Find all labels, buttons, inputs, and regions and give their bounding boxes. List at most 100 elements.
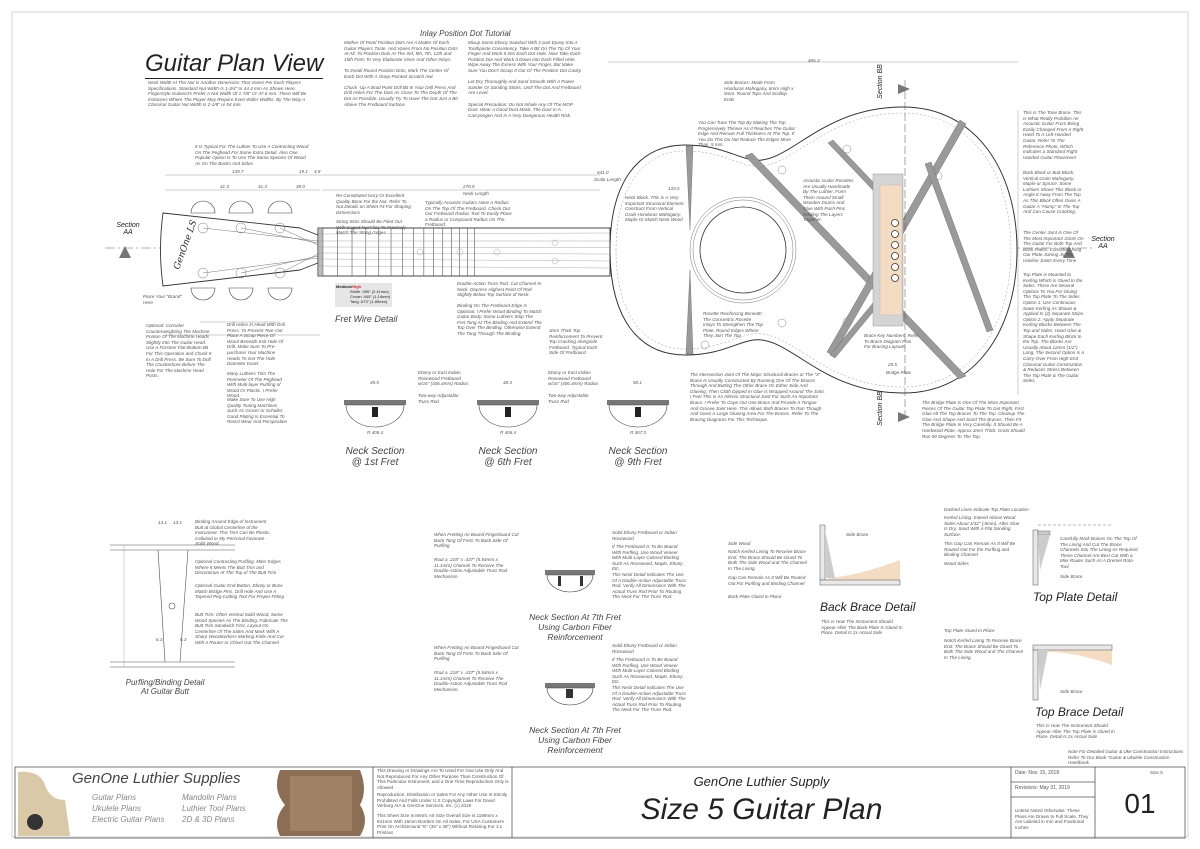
carbon-note-4: If The Fretboard Is To Be Bound With Pur… (612, 544, 683, 572)
top-plate-wood-sides: Wood Sides (944, 561, 969, 566)
section-markers (119, 84, 1075, 422)
binding-note: Binding On The Fretboard Edge Is Optiona… (457, 303, 542, 336)
top-plate-gap: This Gap Can Remain As It Will Be Routed… (944, 541, 1016, 558)
radius-note: Typically Acoustic Guitars Have A Radius… (425, 200, 512, 228)
back-brace-plate: Back Plate Glued In Place (728, 594, 782, 599)
nut (317, 227, 324, 277)
dim-scale-length: 641.0 (597, 170, 609, 175)
dimension-lines (165, 61, 1019, 395)
guitar-body (609, 80, 1018, 420)
neck-section-radius: R 406.4 (367, 430, 384, 435)
inlay-tutorial-col1: Mother Of Pearl Position Dots Are A Matt… (344, 40, 458, 107)
back-brace-side-brace: Side Brace (846, 532, 869, 537)
neck-block-note: Neck Block. This Is A Very Important Str… (625, 195, 685, 223)
neck-section-title-2: @ 1st Fret (351, 457, 399, 468)
rosette-note: Acoustic Guitar Rosettes Are Usually Han… (803, 178, 854, 223)
carbon-section-title: Neck Section At 7th Fret Using Carbon Fi… (505, 725, 645, 755)
top-brace-notch: Notch Kerfed Lining To Receive Brace End… (944, 638, 1023, 660)
dim-scale-length-label: Scale Length (594, 177, 621, 182)
dim-bridge-plate: 25.5 (888, 362, 897, 367)
back-brace-side-wood: Side Wood (728, 541, 751, 546)
product-ukulele: Ukulele Plans (92, 804, 141, 813)
brand-name: GenOne Luthier Supplies (72, 770, 241, 787)
neck-section-width: 45.5 (370, 380, 379, 385)
truss-rod (372, 407, 378, 417)
logo-photo-left (18, 771, 70, 836)
company-name: GenOne Luthier Supply (693, 774, 830, 789)
dim-tuner-spacing-2: 41.3 (258, 184, 267, 189)
size-label: Size 5 (1150, 770, 1163, 775)
dim-neck-length-label: Neck Length (463, 191, 489, 196)
butt-note-1: Binding Around Edge of Instrument Butt a… (195, 519, 271, 547)
section-aa-right: Section AA (1091, 236, 1115, 250)
carbon-title-1: Neck Section At 7th Fret (529, 725, 621, 735)
legal-2: Reproduction, Distribution or Sales For … (377, 792, 508, 809)
sound-hole (699, 206, 787, 294)
section-aa-left: Section AA (116, 222, 140, 236)
carbon-note-4: If The Fretboard Is To Be Bound With Pur… (612, 657, 683, 685)
peghead-purfling-note: Many Luthiers Trim The Perimeter Of The … (227, 371, 282, 399)
top-plate-mark: Carefully Mark Braces On The Top Of The … (1060, 536, 1139, 569)
top-plate-side-brace: Side Brace (1060, 574, 1083, 579)
butt-detail-title: Purfling/Binding Detail At Guitar Butt (110, 678, 220, 696)
top-plate-title: Top Plate Detail (1033, 590, 1118, 604)
butt-dim-1: 13.1 (158, 520, 167, 525)
product-guitar: Guitar Plans (92, 793, 137, 802)
fretboard-section (607, 400, 669, 405)
bridge-plate (879, 184, 903, 316)
butt-detail-title-1: Purfling/Binding Detail (125, 678, 205, 687)
book-note: Note For Detailed Guitar & Uke Construct… (1068, 749, 1184, 766)
back-brace-title: Back Brace Detail (820, 600, 916, 614)
fretboard-note: Ebony or East Indian Rosewood Fretboard … (418, 370, 469, 387)
neck-section-title: Neck Section @ 9th Fret (593, 446, 683, 468)
bridge-plate-label: Bridge Plate (886, 370, 912, 375)
carbon-section-drawings (545, 570, 595, 706)
intro-note: Neck Width At The Nut Is Another Dimensi… (148, 80, 307, 108)
top-plate-dashed: Dashed Lines Indicate Top Plate Location (944, 507, 1029, 512)
carbon-title-3: Reinforcement (547, 745, 603, 755)
back-brace-caption: This Is How The Instrument Should Appear… (821, 619, 903, 636)
date: Date: Nov. 15, 2018 (1015, 770, 1060, 776)
dim-nut-to-tuner: 39.0 (296, 184, 305, 189)
revisions: Revisions: May 31, 2019 (1015, 785, 1070, 791)
frets (337, 228, 475, 276)
carbon-note-1: When Fretting An Bound Fingerboard Cut B… (434, 645, 519, 662)
reinforce-note: 3mm Thick Top Reinforcement To Prevent T… (549, 328, 603, 356)
neck-section-title-1: Neck Section (608, 446, 668, 457)
tone-brace (924, 161, 994, 333)
carbon-title-1: Neck Section At 7th Fret (529, 612, 621, 622)
brace-key-circles (700, 144, 943, 350)
title-block-frame (14, 766, 1186, 839)
product-2d3d: 2D & 3D Plans (182, 815, 235, 824)
truss-rod-note: Two-way Adjustable Truss Rod (418, 393, 459, 404)
dim-headstock: 139.7 (232, 169, 244, 174)
carbon-note-3: Solid Ebony Fretboard or Indian Rosewood (612, 643, 677, 654)
fretboard (317, 227, 901, 277)
butt-note-3: Optional Guitar End Button. Ebony or Bon… (195, 583, 285, 600)
kerfing-note: Top Plate is Mounted to Kerfing Which is… (1023, 272, 1085, 384)
back-brace-gap: Gap Can Remain As It Will Be Routed Out … (728, 575, 806, 586)
top-brace-drawing (1032, 644, 1113, 701)
back-block-note: Back Block or Butt Block. Vertical Grain… (1023, 170, 1082, 215)
neck-section-radius: R 367.3 (630, 430, 647, 435)
legal-3: This Sheet Size Is Metric A0 Size Overal… (377, 813, 504, 835)
brace-key-note: Brace Key Numbers. Refer To Brace Diagra… (864, 333, 919, 350)
top-brace-title: Top Brace Detail (1035, 705, 1124, 719)
fret-tang: Tang .073" (1.85mm) (350, 299, 388, 304)
product-mandolin: Mandolin Plans (182, 793, 237, 802)
back-brace-notch: Notch Kerfed Lining To Receive Brace End… (728, 549, 807, 571)
dim-neck-length: 270.5 (463, 184, 475, 189)
sheet-border (11, 11, 1189, 838)
counterweight-note: Optional: Consider Counterweighting The … (146, 323, 212, 379)
tone-brace-note: This Is The Tone Brace. This Is What Rea… (1023, 110, 1084, 160)
top-brace-side-brace: Side Brace (1060, 689, 1083, 694)
carbon-note-3: Solid Ebony Fretboard or Indian Rosewood (612, 530, 677, 541)
butt-detail-title-2: At Guitar Butt (140, 687, 190, 696)
neck-section-radius: R 406.4 (500, 430, 517, 435)
butt-dim-2: 13.1 (173, 520, 182, 525)
section-bb-top: Section BB (876, 64, 884, 99)
fretboard-section (344, 400, 406, 405)
neck-section-title-1: Neck Section (345, 446, 405, 457)
tuner-posts (197, 222, 319, 279)
inlay-tutorial-col2: Mixup Some Ebony Sawdust With 2-part Epo… (468, 40, 582, 118)
